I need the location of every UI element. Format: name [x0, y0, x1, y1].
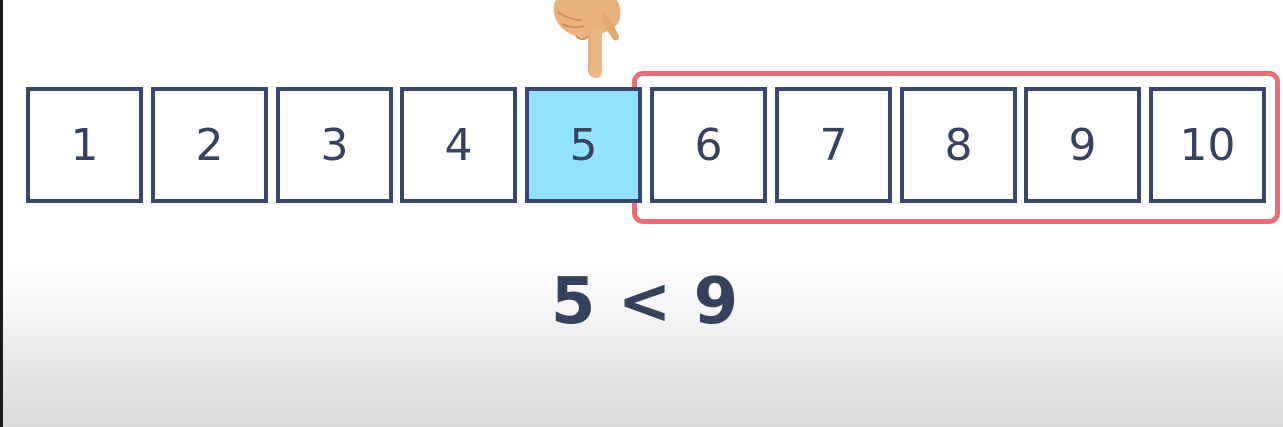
array-cell-value: 3	[320, 120, 349, 171]
array-cell-3: 3	[276, 87, 393, 203]
array-cell-value: 4	[444, 120, 473, 171]
array-cell-value: 5	[569, 120, 598, 171]
array-cell-10: 10	[1149, 87, 1266, 203]
array-cell-7: 7	[775, 87, 892, 203]
array-cell-4: 4	[400, 87, 517, 203]
array-cell-6: 6	[650, 87, 767, 203]
array-cell-value: 10	[1179, 120, 1236, 171]
array-cell-8: 8	[900, 87, 1017, 203]
array-cell-5-active: 5	[525, 87, 642, 203]
video-frame-edge	[0, 0, 3, 427]
array-cell-9: 9	[1024, 87, 1141, 203]
array-cell-value: 2	[195, 120, 224, 171]
pointing-down-hand-icon	[553, 0, 621, 78]
array-cell-value: 6	[694, 120, 723, 171]
array-cell-value: 7	[819, 120, 848, 171]
array-cell-value: 8	[944, 120, 973, 171]
comparison-expression: 5 < 9	[550, 265, 739, 339]
array-cell-value: 1	[70, 120, 99, 171]
array-cell-1: 1	[26, 87, 143, 203]
array-row: 1 2 3 4 5 6 7 8 9 10	[26, 87, 1271, 209]
array-cell-2: 2	[151, 87, 268, 203]
array-cell-value: 9	[1068, 120, 1097, 171]
